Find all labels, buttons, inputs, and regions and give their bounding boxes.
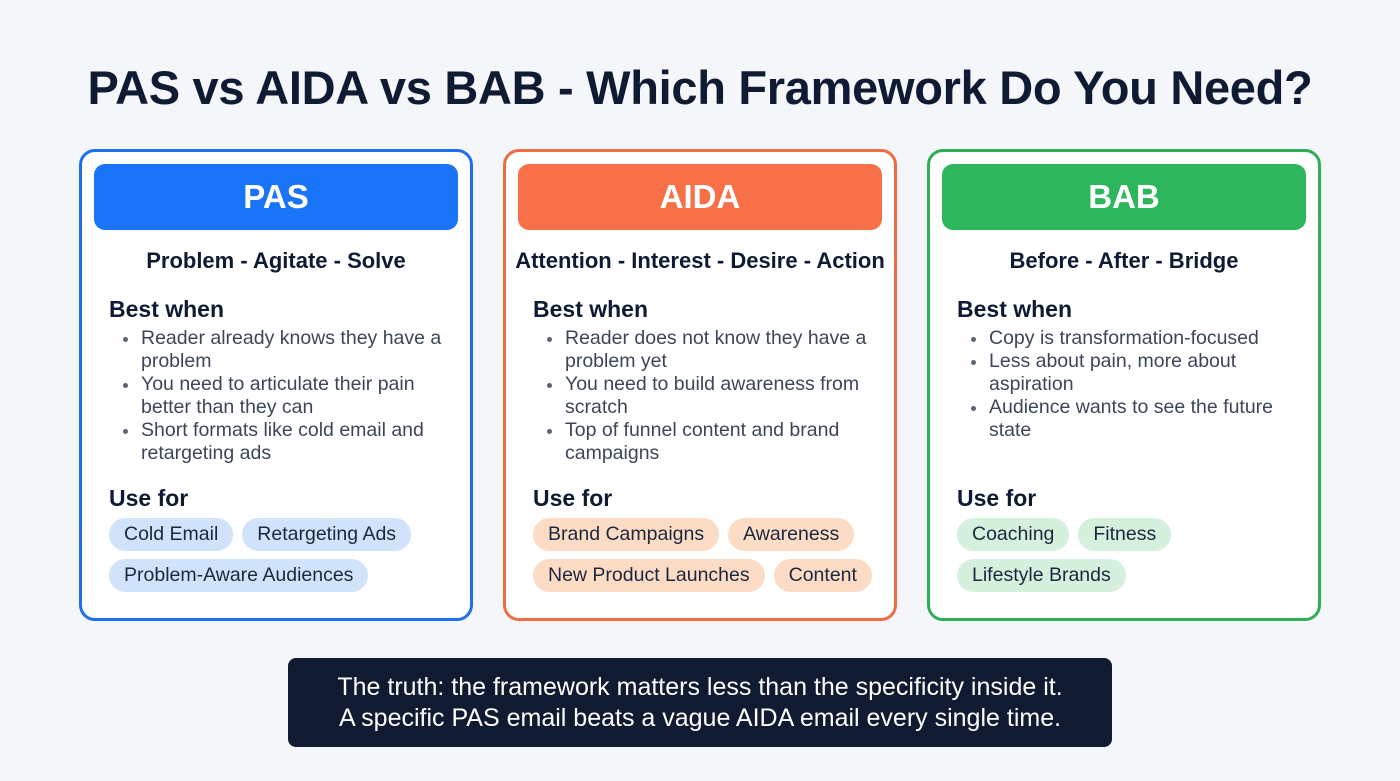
- pas-use-for-tags: Cold Email Retargeting Ads Problem-Aware…: [109, 518, 454, 592]
- tag: Problem-Aware Audiences: [109, 559, 369, 592]
- tag: Cold Email: [109, 518, 234, 551]
- list-item: You need to build awareness from scratch: [533, 373, 874, 419]
- list-item: Reader already knows they have a problem: [109, 327, 450, 373]
- bab-best-when-list: Copy is transformation-focused Less abou…: [957, 327, 1298, 442]
- bab-best-when-heading: Best when: [957, 296, 1073, 322]
- bab-card: BAB Before - After - Bridge Best when Co…: [927, 149, 1321, 621]
- tag: New Product Launches: [533, 559, 765, 592]
- footer-line-1: The truth: the framework matters less th…: [337, 672, 1063, 701]
- pas-card: PAS Problem - Agitate - Solve Best when …: [79, 149, 473, 621]
- aida-use-for-tags: Brand Campaigns Awareness New Product La…: [533, 518, 878, 592]
- list-item: Short formats like cold email and retarg…: [109, 419, 450, 465]
- bab-use-for-heading: Use for: [957, 485, 1037, 511]
- page-title: PAS vs AIDA vs BAB - Which Framework Do …: [87, 61, 1313, 114]
- footer-line-2: A specific PAS email beats a vague AIDA …: [338, 703, 1062, 732]
- tag: Content: [773, 559, 872, 592]
- footer-callout: The truth: the framework matters less th…: [288, 658, 1112, 747]
- tag: Retargeting Ads: [242, 518, 412, 551]
- tag: Brand Campaigns: [533, 518, 720, 551]
- aida-card: AIDA Attention - Interest - Desire - Act…: [503, 149, 897, 621]
- pas-best-when-heading: Best when: [109, 296, 225, 322]
- list-item: Audience wants to see the future state: [957, 396, 1298, 442]
- bab-card-header: BAB: [942, 164, 1306, 230]
- list-item: Reader does not know they have a problem…: [533, 327, 874, 373]
- bab-use-for-tags: Coaching Fitness Lifestyle Brands: [957, 518, 1302, 592]
- list-item: Copy is transformation-focused: [957, 327, 1298, 350]
- tag: Lifestyle Brands: [957, 559, 1126, 592]
- aida-best-when-heading: Best when: [533, 296, 649, 322]
- list-item: Less about pain, more about aspiration: [957, 350, 1298, 396]
- bab-expansion: Before - After - Bridge: [1009, 248, 1239, 273]
- list-item: You need to articulate their pain better…: [109, 373, 450, 419]
- pas-card-header: PAS: [94, 164, 458, 230]
- tag: Coaching: [957, 518, 1070, 551]
- pas-use-for-heading: Use for: [109, 485, 189, 511]
- aida-best-when-list: Reader does not know they have a problem…: [533, 327, 874, 465]
- pas-best-when-list: Reader already knows they have a problem…: [109, 327, 450, 465]
- tag: Fitness: [1078, 518, 1172, 551]
- tag: Awareness: [728, 518, 855, 551]
- aida-use-for-heading: Use for: [533, 485, 613, 511]
- list-item: Top of funnel content and brand campaign…: [533, 419, 874, 465]
- aida-card-header: AIDA: [518, 164, 882, 230]
- pas-expansion: Problem - Agitate - Solve: [146, 248, 406, 273]
- aida-expansion: Attention - Interest - Desire - Action: [515, 248, 885, 273]
